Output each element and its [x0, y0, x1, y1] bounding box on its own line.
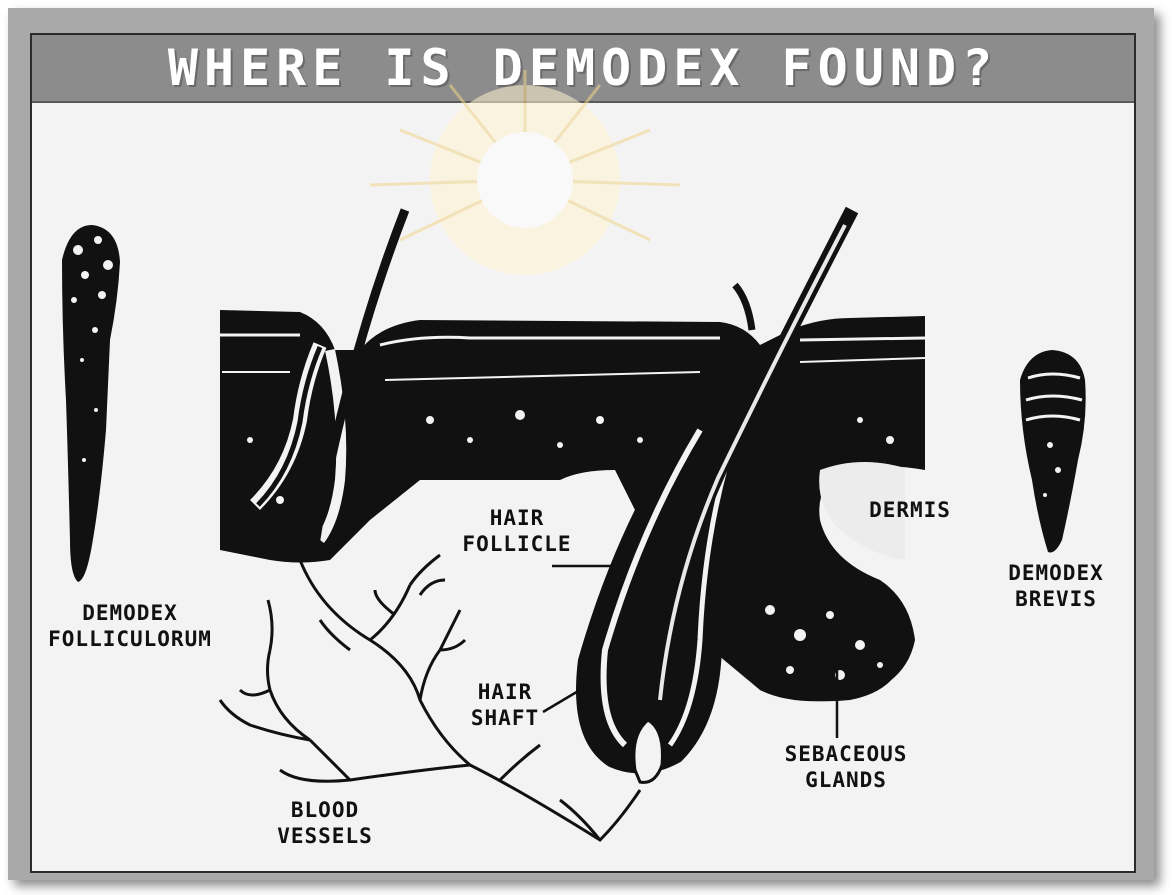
- label-hair-shaft-2: SHAFT: [471, 706, 539, 730]
- labels: DEMODEX FOLLICULORUM DEMODEX BREVIS DERM…: [48, 498, 1104, 848]
- sunburst-watermark: [370, 70, 680, 275]
- demodex-brevis-mite: [1020, 350, 1086, 553]
- label-sebaceous-glands-1: SEBACEOUS: [785, 742, 908, 766]
- label-sebaceous-glands-2: GLANDS: [805, 768, 887, 792]
- label-hair-follicle-1: HAIR: [490, 506, 545, 530]
- label-demodex-brevis-2: BREVIS: [1015, 587, 1097, 611]
- label-dermis: DERMIS: [869, 498, 951, 522]
- label-demodex-brevis-1: DEMODEX: [1008, 561, 1104, 585]
- label-hair-shaft-1: HAIR: [478, 680, 533, 704]
- label-demodex-folliculorum-1: DEMODEX: [82, 601, 178, 625]
- demodex-folliculorum-mite: [62, 225, 120, 582]
- label-blood-vessels-1: BLOOD: [291, 798, 359, 822]
- label-hair-follicle-2: FOLLICLE: [462, 532, 571, 556]
- label-blood-vessels-2: VESSELS: [277, 824, 373, 848]
- label-demodex-folliculorum-2: FOLLICULORUM: [48, 627, 212, 651]
